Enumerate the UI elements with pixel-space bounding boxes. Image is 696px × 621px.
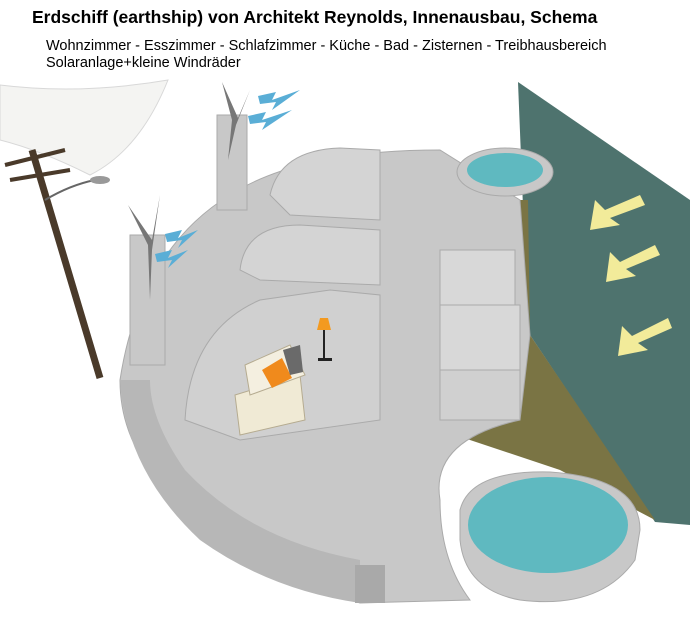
diagram-title: Erdschiff (earthship) von Architekt Reyn… (32, 7, 598, 27)
kitchen (439, 249, 516, 306)
bedroom (269, 147, 381, 221)
subtitle-energy: Solaranlage+kleine Windräder (46, 55, 241, 71)
dining-room (239, 224, 381, 286)
cistern-large-water (468, 477, 628, 573)
subtitle-rooms: Wohnzimmer - Esszimmer - Schlafzimmer - … (46, 38, 607, 54)
sun-arrow-icon (590, 195, 672, 356)
cistern-small-water (467, 153, 543, 187)
wind-turbine-icon (216, 82, 250, 211)
door (355, 565, 385, 603)
utility-room (439, 369, 521, 421)
greenhouse-glass-wall (518, 82, 690, 525)
floor-lamp-icon (317, 318, 332, 361)
bathroom (439, 304, 521, 371)
utility-pole-icon (4, 148, 110, 380)
sofa-icon (234, 344, 306, 436)
wind-arrow-icon (155, 90, 300, 268)
outer-wall-front (120, 380, 360, 603)
wind-turbine-icon (128, 195, 166, 366)
